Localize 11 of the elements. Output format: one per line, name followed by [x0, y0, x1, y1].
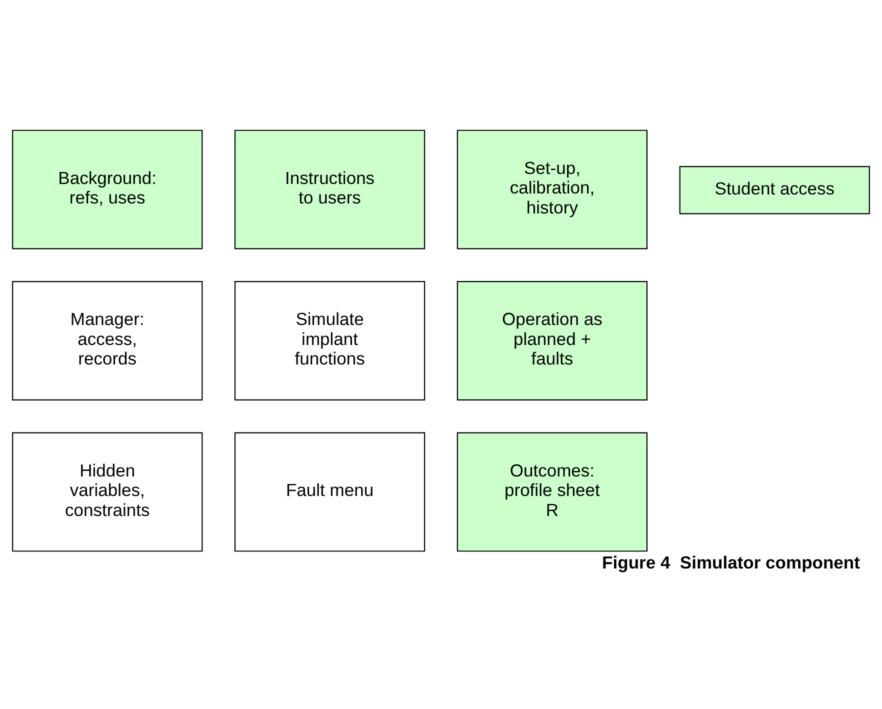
- node-box: Background: refs, uses: [12, 129, 203, 249]
- caption: Figure 4 Simulator component: [602, 552, 860, 572]
- node-box: Set-up, calibration, history: [456, 129, 648, 249]
- node-box: Student access: [679, 166, 870, 214]
- node-box: Manager: access, records: [12, 280, 203, 400]
- node-box: Outcomes: profile sheet R: [456, 432, 648, 552]
- node-box: Hidden variables, constraints: [12, 432, 203, 552]
- node-box: Operation as planned + faults: [456, 280, 648, 400]
- node-box: Fault menu: [234, 432, 426, 552]
- node-box: Simulate implant functions: [234, 280, 426, 400]
- node-box: Instructions to users: [234, 129, 426, 249]
